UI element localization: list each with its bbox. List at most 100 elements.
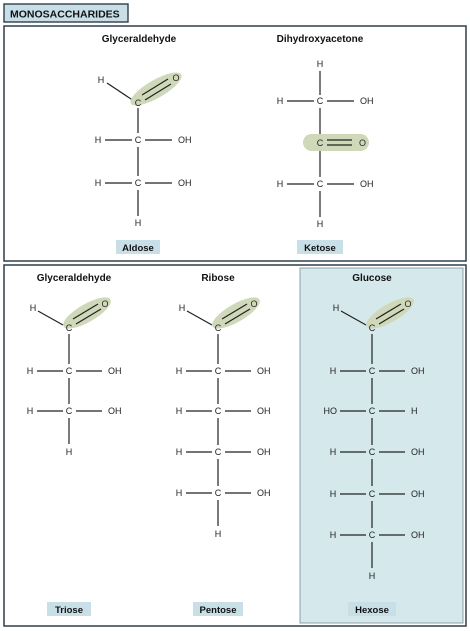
atom-label: H [27,366,34,376]
double-bond [75,308,102,325]
double-bond [378,308,405,325]
double-bond [375,303,402,320]
header-box [3,3,129,23]
atom-label: C [317,96,324,106]
atom-label: OH [257,447,271,457]
atom-label: H [179,303,186,313]
molecule-ribose: Ribose H C O H C OH H C OH H C OH H C OH… [176,273,271,616]
atom-label: H [176,488,183,498]
atom-label: C [369,489,376,499]
atom-label: C [66,366,73,376]
class-label-box [193,602,243,616]
carbonyl-highlight [130,72,182,106]
atom-label: C [369,447,376,457]
bond [186,310,213,326]
double-bond [72,303,99,320]
double-bond [141,78,169,96]
carbonyl-highlight [303,134,369,151]
atom-label: H [330,447,337,457]
atom-label: OH [411,366,425,376]
atom-label: H [411,406,418,416]
atom-label: OH [360,96,374,106]
carbonyl-highlight [212,297,260,329]
atom-label: C [317,179,324,189]
atom-label: O [359,138,366,148]
atom-label: H [317,59,324,69]
bond [37,310,64,326]
top-panel [3,25,467,262]
atom-label: O [172,73,179,83]
atom-label: C [369,323,376,333]
molecule-title: Glyceraldehyde [102,34,177,45]
atom-label: H [215,529,222,539]
atom-label: C [135,98,142,108]
atom-label: H [333,303,340,313]
carbonyl-highlight [63,297,111,329]
atom-label: HO [324,406,338,416]
carbonyl-highlight [366,297,414,329]
atom-label: C [66,323,73,333]
atom-label: C [215,406,222,416]
atom-label: H [176,366,183,376]
atom-label: H [95,135,102,145]
molecule-glyceraldehyde-aldose: Glyceraldehyde H C O H C OH H C OH H Ald… [95,34,192,254]
atom-label: H [95,178,102,188]
class-label-box [297,240,343,254]
atom-label: H [330,489,337,499]
class-label: Ketose [304,243,336,254]
atom-label: C [317,138,324,148]
atom-label: C [215,447,222,457]
molecule-title: Ribose [201,273,235,284]
atom-label: OH [178,178,192,188]
class-label: Triose [55,605,83,616]
molecule-glucose: Glucose H C O H C OH HO C H H C OH H C O [324,273,425,616]
atom-label: OH [411,489,425,499]
atom-label: H [369,571,376,581]
atom-label: C [66,406,73,416]
atom-label: H [135,218,142,228]
class-label-box [47,602,91,616]
class-label: Aldose [122,243,154,254]
atom-label: C [369,366,376,376]
class-label-box [116,240,160,254]
double-bond [224,308,251,325]
atom-label: OH [257,366,271,376]
atom-label: C [369,530,376,540]
atom-label: H [330,530,337,540]
atom-label: OH [108,366,122,376]
atom-label: OH [108,406,122,416]
atom-label: OH [257,406,271,416]
double-bond [221,303,248,320]
atom-label: O [404,299,411,309]
molecule-glyceraldehyde-triose: Glyceraldehyde H C O H C OH H C OH H Tri… [27,273,122,616]
atom-label: H [27,406,34,416]
atom-label: O [101,299,108,309]
molecule-title: Glyceraldehyde [37,273,112,284]
figure-header: MONOSACCHARIDES [3,3,129,23]
atom-label: H [176,447,183,457]
glucose-highlight-box [299,267,464,624]
class-label-box [348,602,396,616]
atom-label: H [176,406,183,416]
atom-label: H [98,75,105,85]
atom-label: H [277,96,284,106]
atom-label: H [30,303,37,313]
atom-label: H [66,447,73,457]
atom-label: O [250,299,257,309]
molecule-dihydroxyacetone: Dihydroxyacetone H H C OH C O H C OH H K… [277,34,374,254]
atom-label: C [369,406,376,416]
class-label: Hexose [355,605,389,616]
atom-label: OH [257,488,271,498]
header-title: MONOSACCHARIDES [10,9,120,21]
bottom-panel [3,264,467,627]
atom-label: OH [178,135,192,145]
double-bond [144,83,172,101]
bond [106,82,135,102]
atom-label: OH [360,179,374,189]
molecule-title: Glucose [352,273,392,284]
atom-label: H [277,179,284,189]
atom-label: OH [411,447,425,457]
atom-label: C [215,488,222,498]
atom-label: OH [411,530,425,540]
